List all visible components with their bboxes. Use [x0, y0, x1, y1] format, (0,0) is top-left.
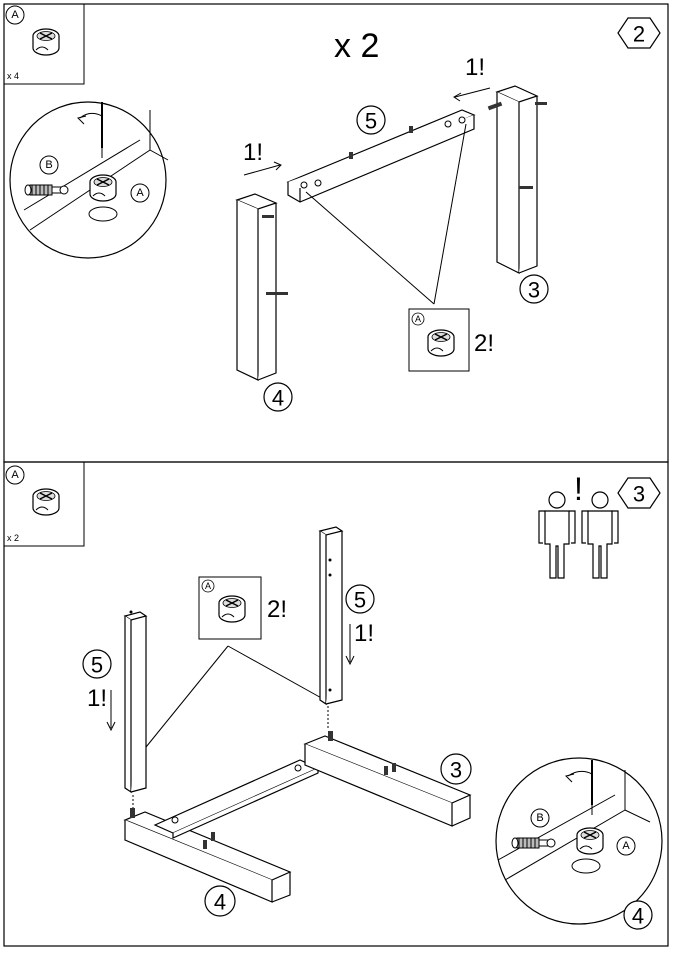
person-icon [581, 491, 619, 579]
part-number: 5 [91, 653, 103, 678]
arrow-note: 1! [465, 54, 485, 81]
hardware-box-a: A x 4 [3, 3, 85, 85]
step-3-panel: A x 2 ! 3 A 2! [3, 461, 669, 947]
insert-arrow-left: 1! [243, 139, 282, 176]
insert-arrow-right: 1! [453, 54, 491, 102]
detail-circle-magnifier: B A [9, 101, 169, 259]
arrow-note: 1! [87, 685, 107, 712]
arrow-note: 1! [354, 620, 374, 647]
cam-lock-icon [89, 174, 117, 202]
bolt-letter: B [536, 812, 543, 824]
cam-lock-icon [427, 329, 455, 357]
cam-lock-callout: A 2! [141, 576, 326, 753]
part-number: 3 [528, 278, 540, 303]
part-number: 4 [632, 904, 644, 929]
cam-bolt-icon [511, 837, 556, 849]
detail-circle-magnifier: B A 4 [495, 757, 663, 930]
part-number: 5 [365, 109, 377, 134]
connecting-rail [153, 759, 320, 839]
base-part-3: 3 [303, 731, 472, 827]
cam-lock-icon [32, 488, 60, 516]
callout-note: 2! [267, 596, 287, 623]
step-2-panel: A x 4 x 2 2 B [3, 3, 669, 463]
rail-part-5: 5 [286, 105, 476, 203]
cam-bolt-icon [24, 184, 69, 196]
cam-lock-icon [218, 595, 246, 623]
cam-lock-icon [32, 28, 60, 56]
hardware-box-a: A x 2 [3, 461, 85, 547]
warning-mark: ! [574, 471, 583, 507]
upright-part-5-right: 5 1! [318, 526, 375, 730]
hardware-letter: A [11, 469, 19, 481]
hardware-quantity: x 2 [7, 533, 19, 543]
callout-note: 2! [474, 330, 494, 357]
step-multiplier: x 2 [334, 27, 379, 65]
bolt-letter: B [45, 159, 52, 171]
part-number: 4 [272, 386, 284, 411]
screwdriver-icon [565, 760, 593, 815]
callout-letter: A [205, 581, 211, 591]
cam-letter: A [622, 840, 630, 852]
leg-part-4: 4 [235, 193, 293, 412]
arrow-note: 1! [243, 139, 263, 166]
part-number: 5 [354, 588, 366, 613]
screwdriver-icon [77, 102, 103, 158]
hardware-quantity: x 4 [7, 71, 19, 81]
step-number: 2 [633, 22, 645, 47]
part-number: 4 [214, 890, 226, 915]
base-part-4: 4 [123, 808, 292, 917]
callout-letter: A [415, 314, 421, 324]
step-number-hexagon: 2 [617, 17, 661, 49]
part-number: 3 [450, 758, 462, 783]
leg-part-3: 3 [487, 85, 549, 304]
step-number-hexagon: 3 [617, 477, 661, 509]
two-person-warning: ! [538, 471, 619, 579]
person-icon [538, 491, 576, 579]
upright-part-5-left: 5 1! [82, 610, 148, 808]
cam-lock-callout: A 2! [305, 123, 494, 372]
hardware-letter: A [11, 9, 19, 21]
step-number: 3 [633, 482, 645, 507]
cam-lock-icon [576, 827, 604, 855]
cam-letter: A [136, 187, 144, 199]
